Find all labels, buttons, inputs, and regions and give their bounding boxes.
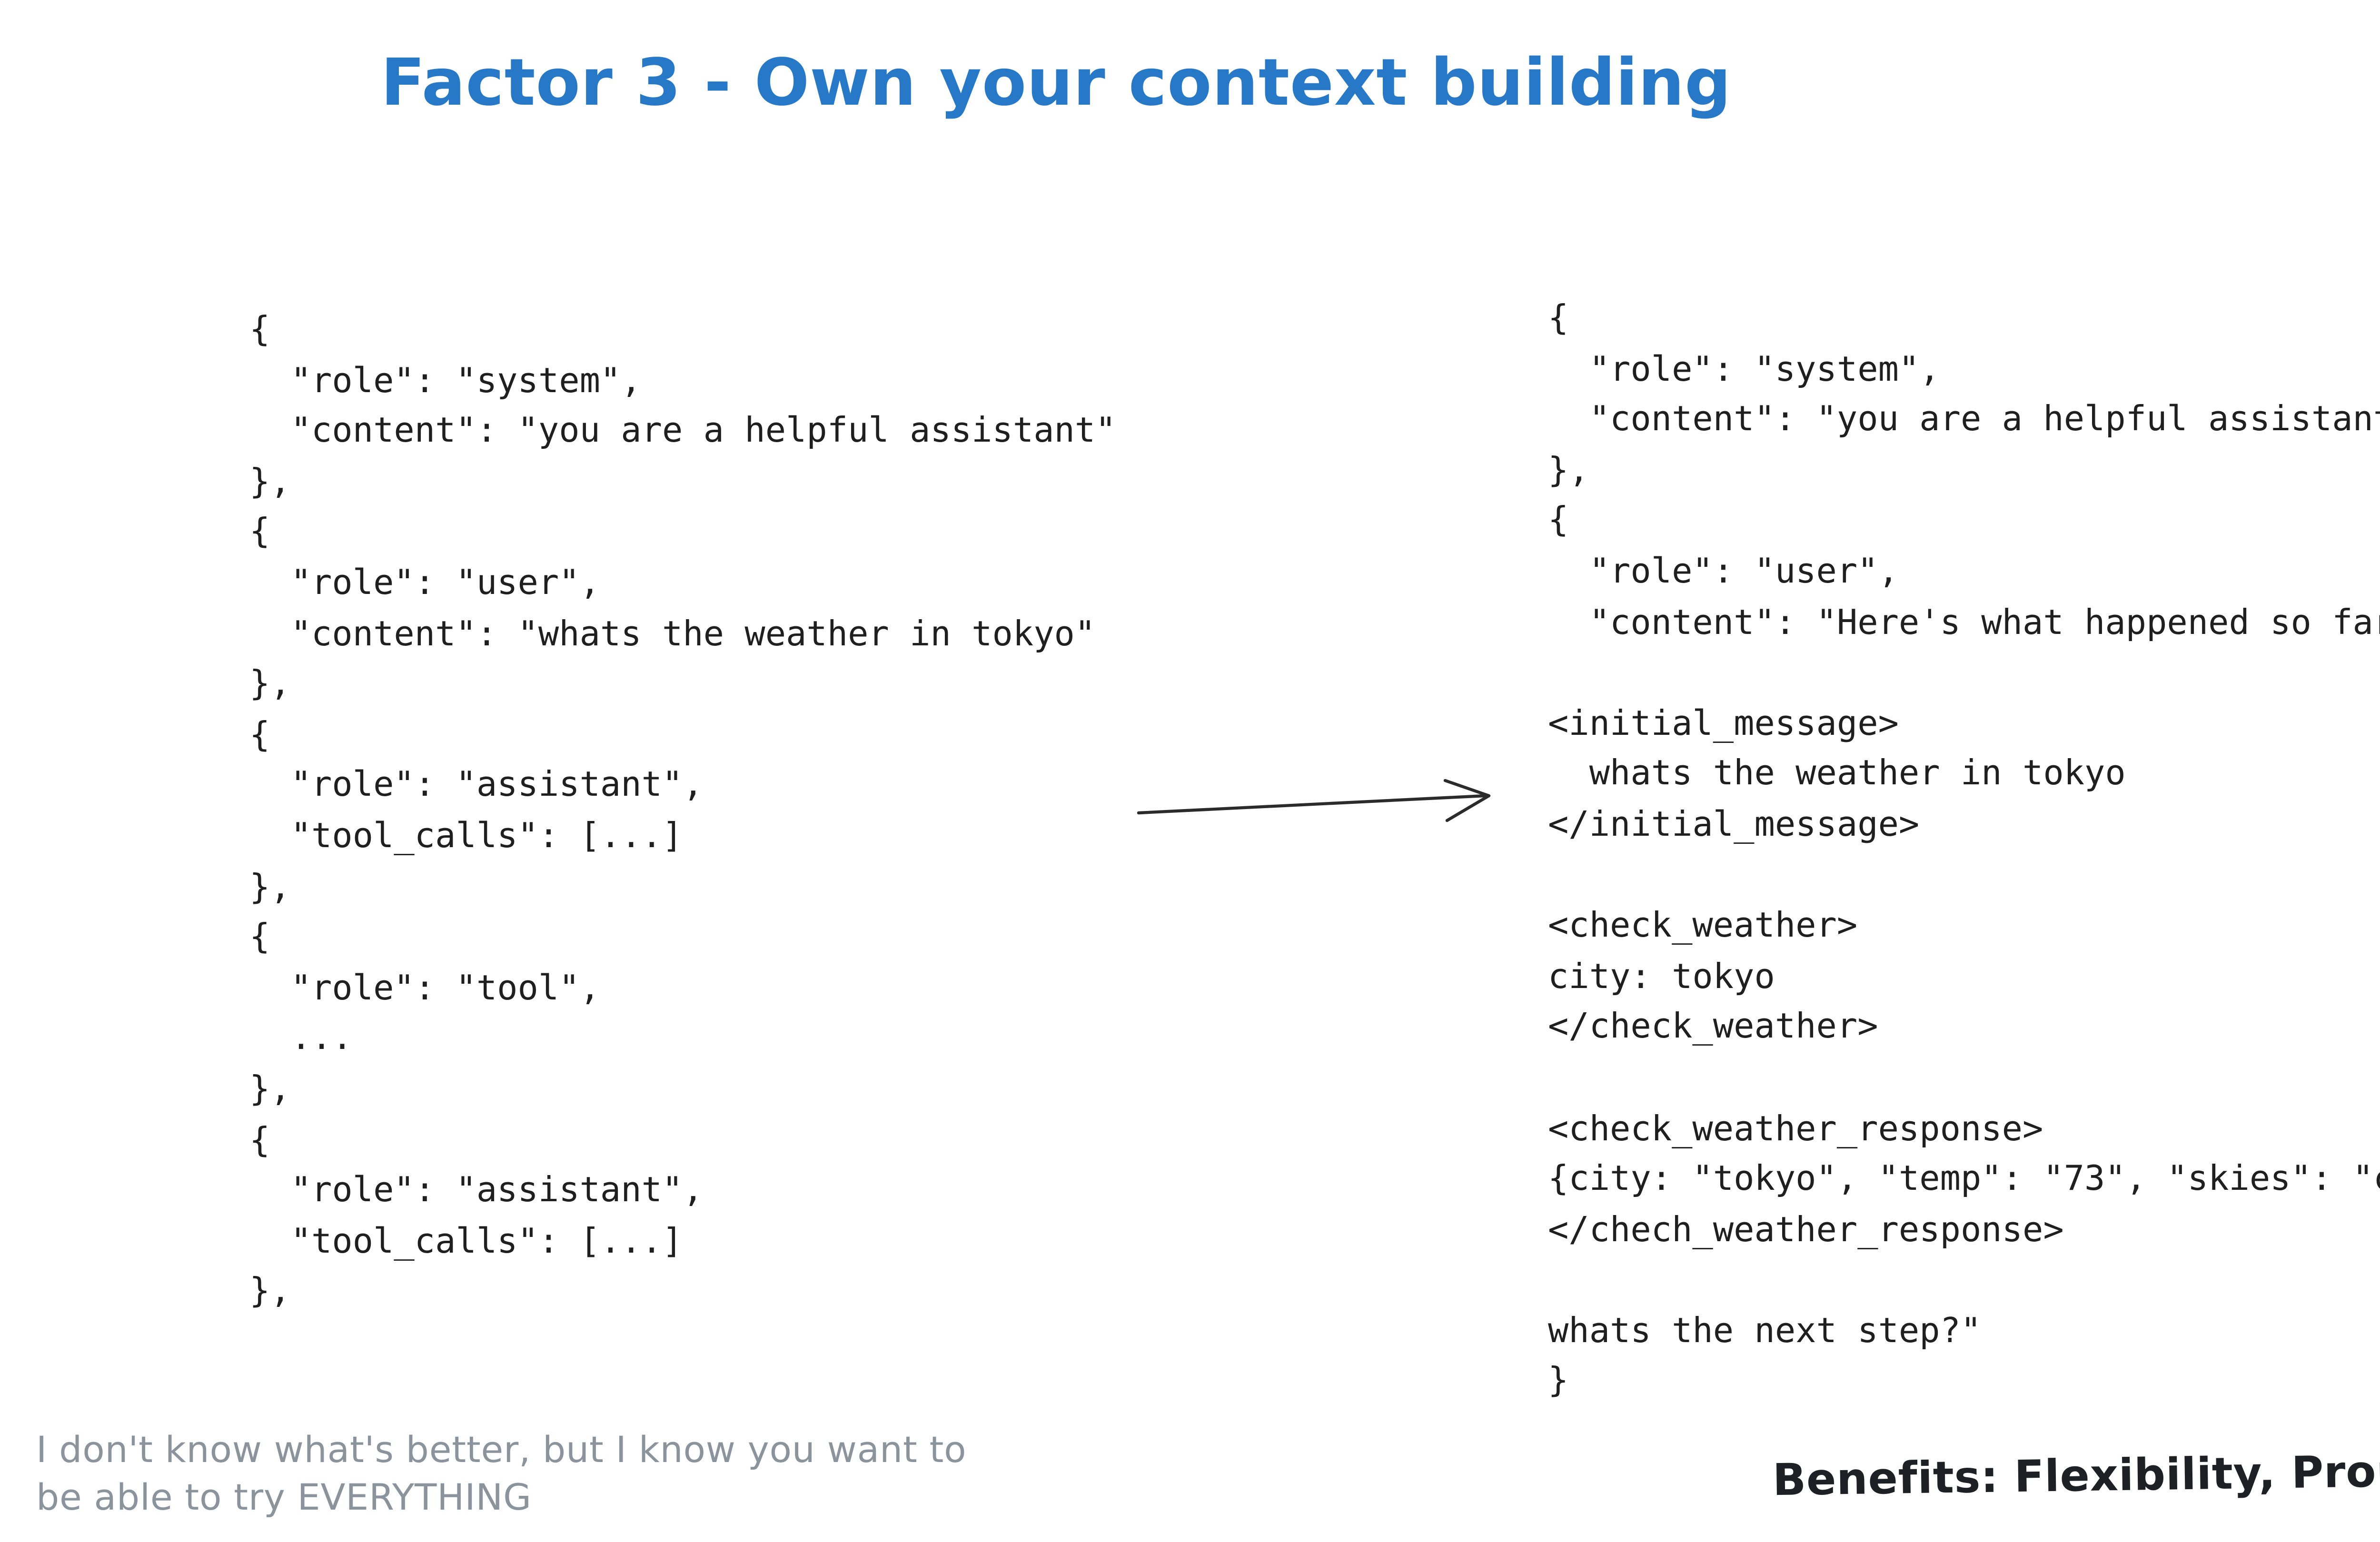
code-line: }, [249,867,291,908]
code-line: ... [249,1019,353,1059]
code-line: <check_weather_response> [1548,1109,2043,1149]
code-line: }, [249,462,291,503]
code-line: "tool_calls": [...] [249,816,683,857]
code-line: "content": "Here's what happened so far: [1548,603,2380,643]
code-line: "role": "user", [249,563,600,603]
code-line: } [1548,1362,1569,1402]
code-line: { [249,513,270,553]
code-line: <initial_message> [1548,704,1899,744]
handwritten-note: I don't know what's better, but I know y… [36,1428,967,1523]
note-line-2: be able to try EVERYTHING [36,1477,532,1519]
code-line: "role": "assistant", [249,766,704,806]
note-line-1: I don't know what's better, but I know y… [36,1430,967,1472]
code-line: }, [249,1069,291,1110]
benefits-caption: Benefits: Flexibility, Prompt Control [1772,1444,2380,1507]
code-line: { [1548,501,1569,542]
code-line [1548,1257,2380,1307]
code-line: {city: "tokyo", "temp": "73", "skies": "… [1548,1159,2380,1200]
code-line: }, [249,664,291,705]
code-line [1548,1055,2380,1105]
code-line: }, [1548,451,1589,491]
code-line: { [249,310,270,350]
right-arrow-icon [1137,779,1491,822]
code-line: "content": "whats the weather in tokyo" [249,614,1096,654]
code-line [1548,650,2380,700]
code-line: { [249,715,270,755]
code-line: </chech_weather_response> [1548,1210,2064,1250]
code-line: "role": "tool", [249,968,600,1008]
code-line: "content": "you are a helpful assistant" [1548,400,2380,440]
code-line: city: tokyo [1548,957,1775,997]
code-line: "content": "you are a helpful assistant" [249,411,1116,452]
code-line: { [1548,299,1569,339]
code-line: </check_weather> [1548,1008,1878,1048]
code-line: "role": "system", [249,361,642,401]
code-line: </initial_message> [1548,805,1920,845]
code-line: whats the weather in tokyo [1548,754,2126,795]
code-block-stringified-context: { "role": "system", "content": "you are … [1548,295,2380,1409]
code-line: "tool_calls": [...] [249,1221,683,1262]
code-line: "role": "user", [1548,552,1899,592]
code-line: "role": "assistant", [249,1171,704,1211]
code-line: { [249,1120,270,1160]
code-block-messages-array: { "role": "system", "content": "you are … [249,306,1116,1319]
code-line: }, [249,1272,291,1313]
code-line: <check_weather> [1548,906,1858,947]
code-line: { [249,918,270,958]
code-line: "role": "system", [1548,349,1940,390]
code-line: whats the next step?" [1548,1311,1982,1352]
slide-title: Factor 3 - Own your context building [381,46,1732,122]
transform-arrow [1135,777,1500,830]
code-line [1548,852,2380,902]
